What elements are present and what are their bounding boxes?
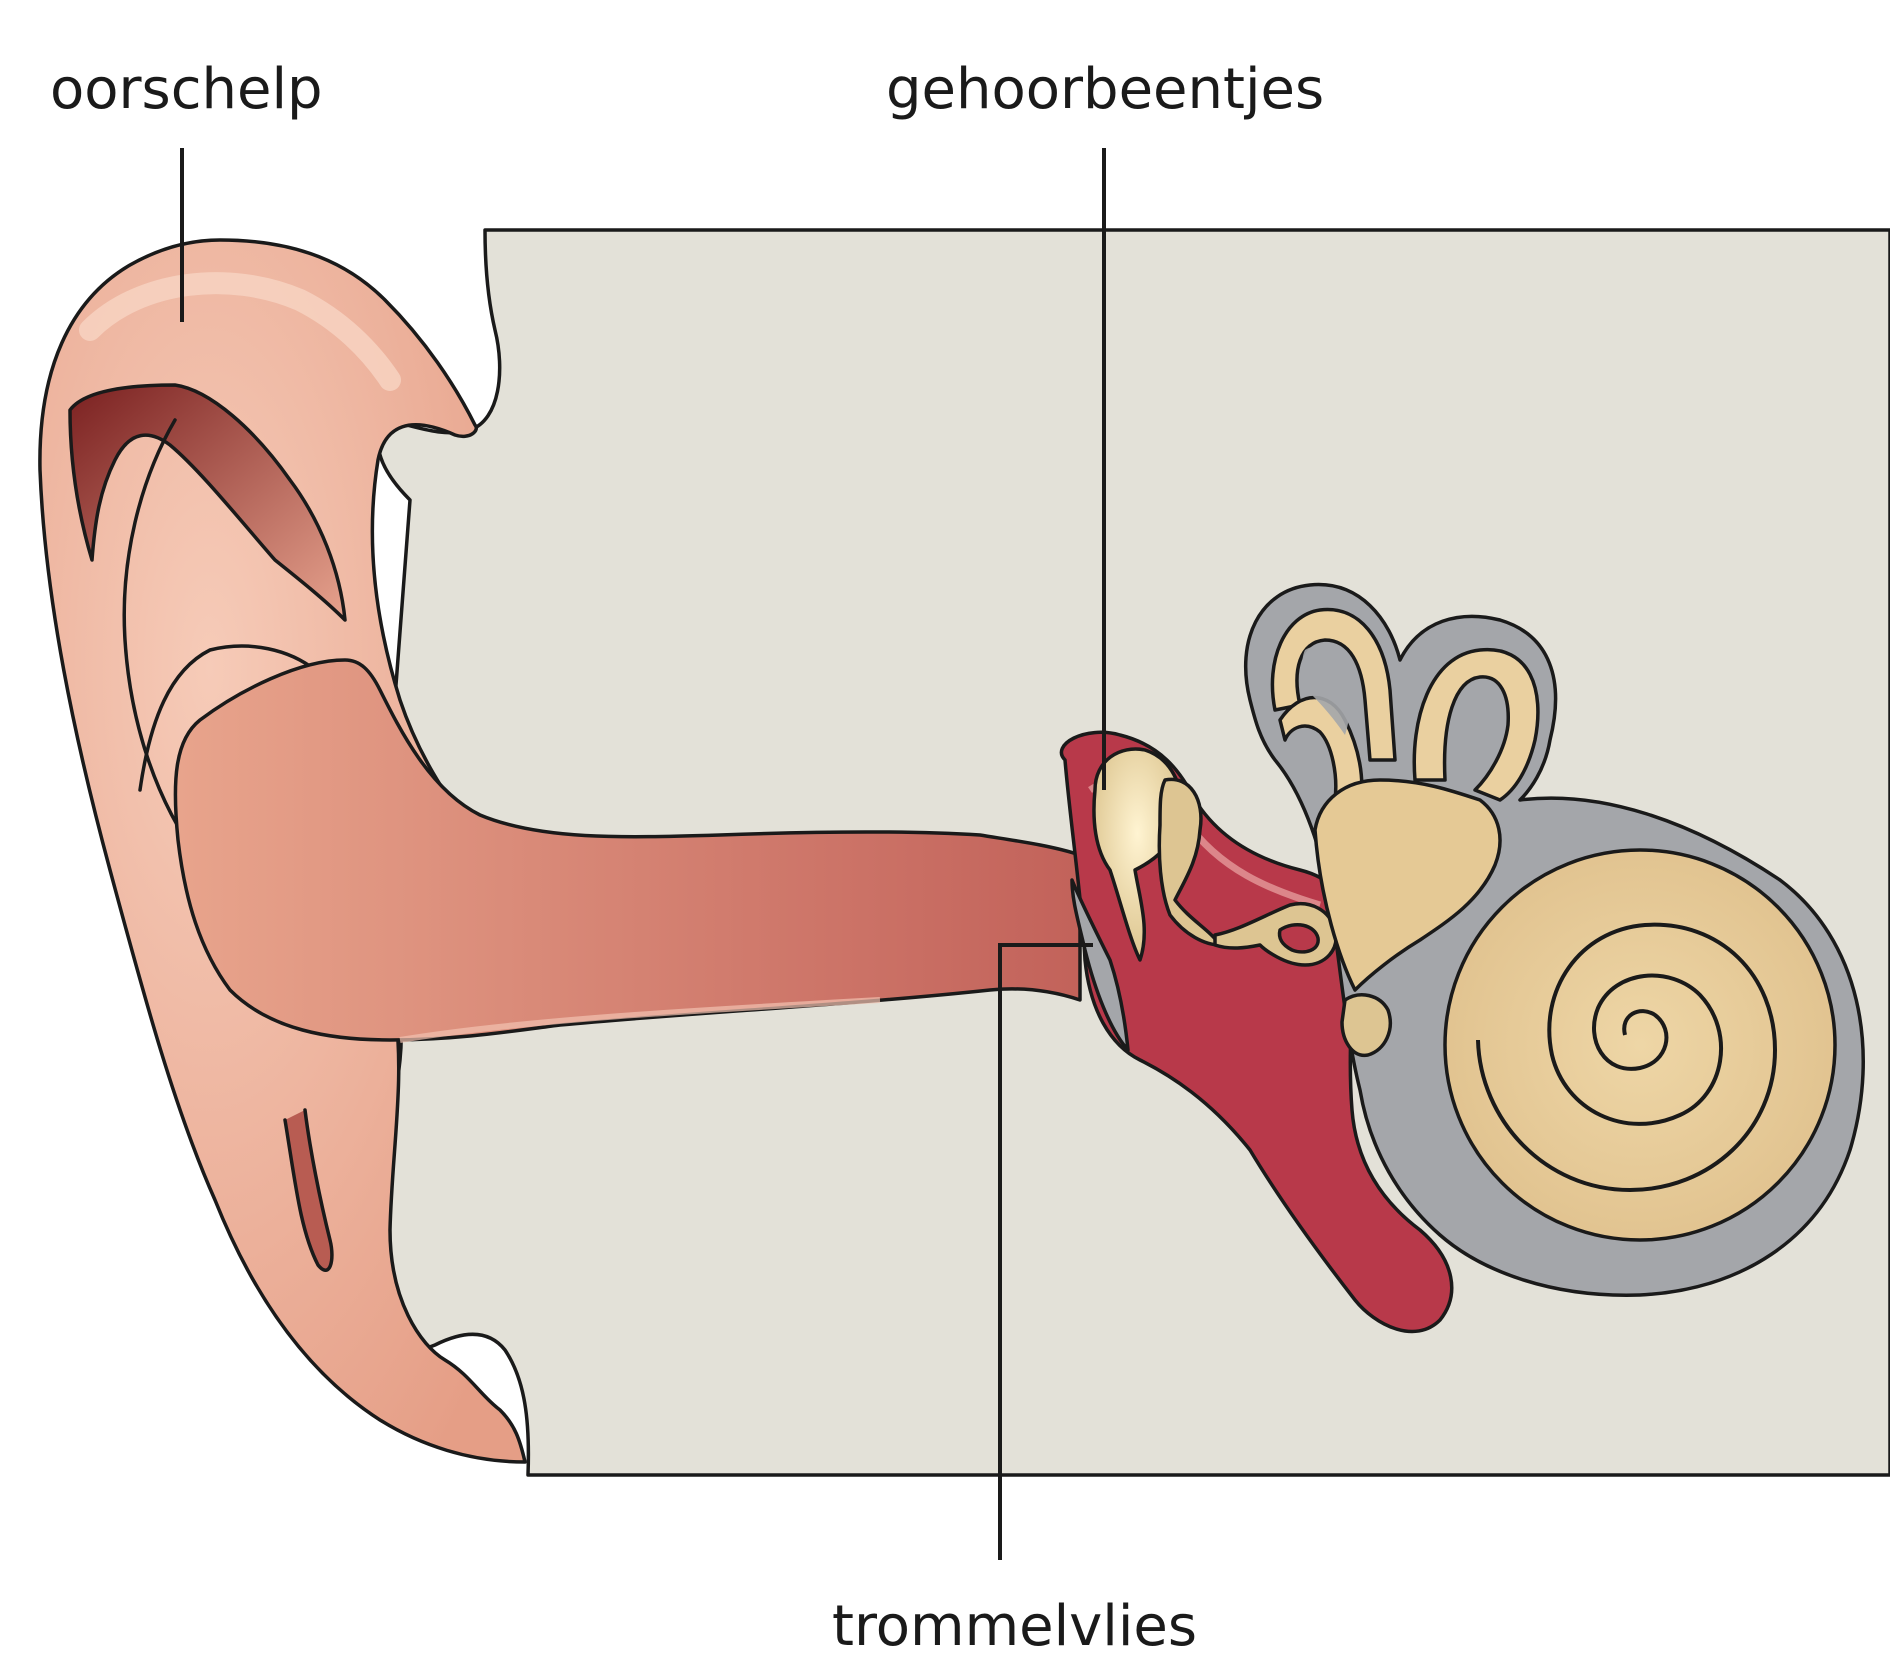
eardrum-label: trommelvlies — [832, 1594, 1197, 1659]
stapes-hole — [1280, 925, 1319, 952]
ossicles-label: gehoorbeentjes — [886, 57, 1324, 122]
cochlea-round-window — [1342, 995, 1390, 1056]
pinna-label: oorschelp — [50, 57, 323, 122]
